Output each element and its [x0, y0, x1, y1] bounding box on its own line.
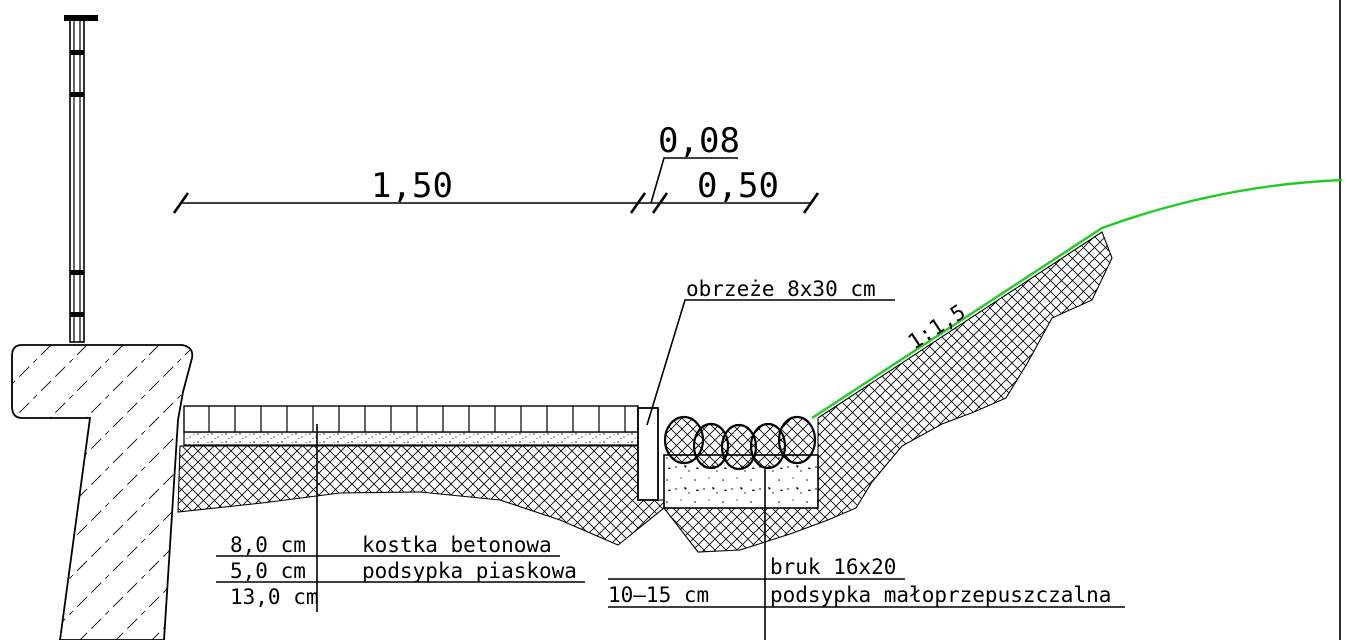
walk-layer-2-thickness: 5,0 cm [230, 559, 306, 583]
drain-layer-material: podsypka małoprzepuszczalna [770, 583, 1111, 607]
curb [637, 407, 659, 501]
walk-layer-1-material: kostka betonowa [362, 533, 552, 557]
sand-bedding-layer [183, 431, 639, 446]
dimension-line [172, 157, 820, 214]
retaining-wall [11, 344, 194, 640]
soil-under-walkway [177, 445, 665, 546]
dim-width-main: 1,50 [371, 166, 453, 206]
walkway-layer-leader [216, 424, 585, 612]
slope-line [811, 178, 1343, 420]
soil-embankment [662, 231, 1113, 553]
railing-post [64, 15, 98, 343]
drain-layer-thickness: 10–15 cm [608, 583, 709, 607]
cobble-label: bruk 16x20 [770, 555, 896, 579]
curb-leader [646, 299, 895, 426]
walk-layer-1-thickness: 8,0 cm [230, 533, 306, 557]
dim-gap: 0,08 [658, 121, 740, 161]
walk-layer-total-thickness: 13,0 cm [230, 585, 319, 609]
curb-label: obrzeże 8x30 cm [686, 277, 876, 301]
concrete-paver-layer [183, 405, 639, 433]
drainage-layer-leader [608, 468, 1125, 640]
dim-width-side: 0,50 [697, 166, 779, 206]
walk-layer-2-material: podsypka piaskowa [362, 559, 577, 583]
cobbles [663, 415, 817, 471]
